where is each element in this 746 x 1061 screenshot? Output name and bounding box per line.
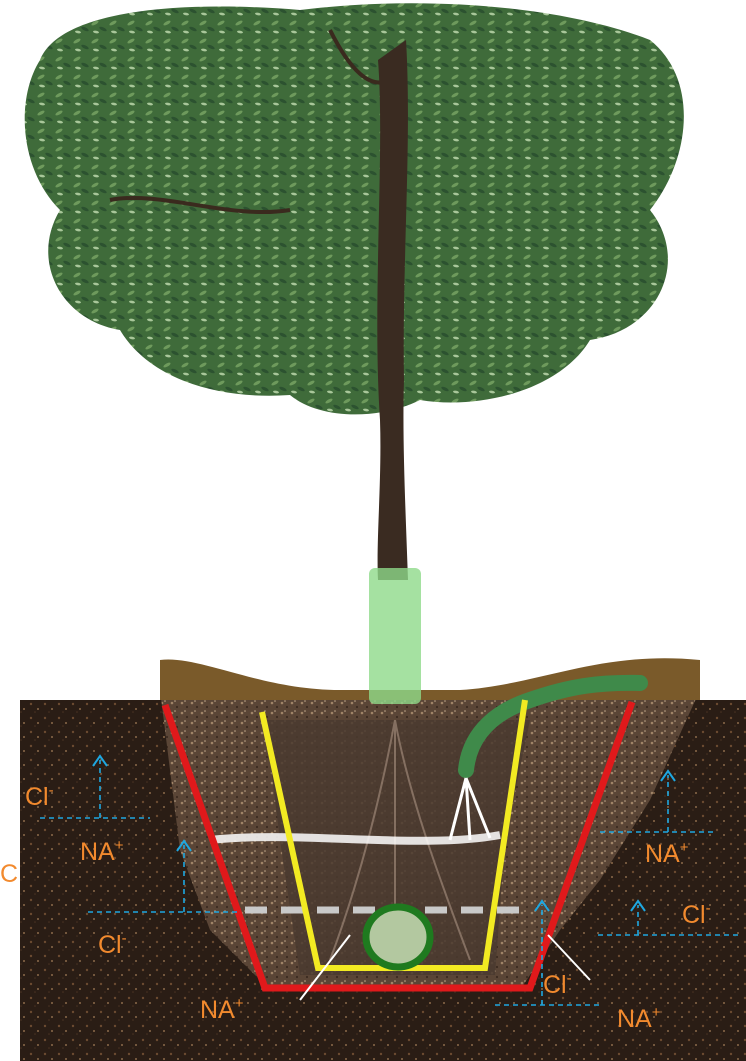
soil-sensor-icon [366, 907, 430, 967]
tree-canopy-icon [25, 3, 684, 414]
trunk-icon [377, 40, 408, 580]
tree-guard [369, 568, 421, 704]
ion-label-partial-left: C [0, 860, 18, 888]
